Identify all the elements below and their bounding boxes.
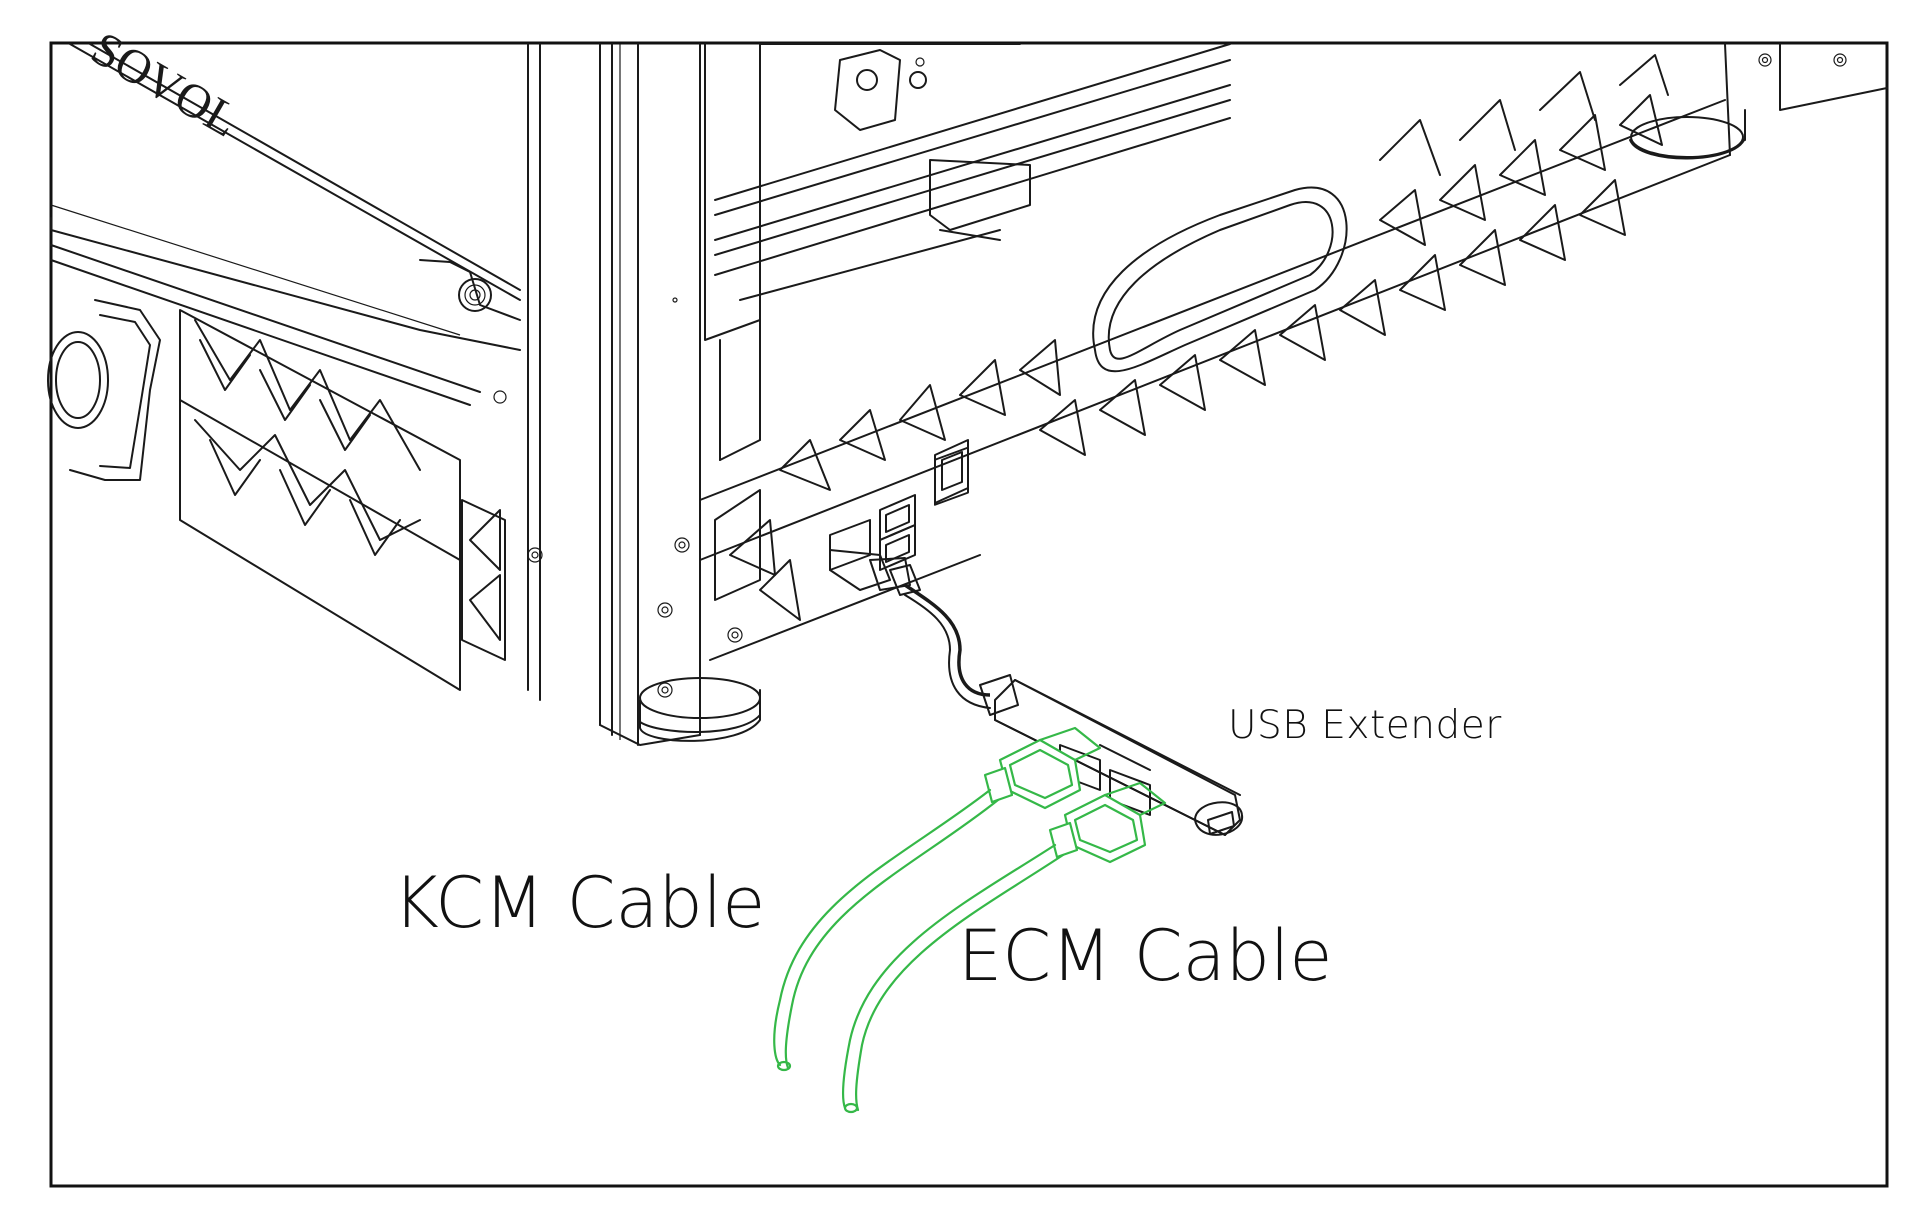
kcm-cable xyxy=(773,726,1102,1072)
printer-right-base xyxy=(699,43,1888,661)
figure-border xyxy=(49,41,1889,1188)
printer-left-panel xyxy=(47,43,543,691)
ecm-cable-label: ECM Cable xyxy=(958,915,1333,997)
usb-extender-label: USB Extender xyxy=(1228,703,1502,748)
printer-corner-pillar xyxy=(527,43,761,746)
usb-ports xyxy=(829,439,969,571)
printer-gantry xyxy=(704,43,1231,461)
ecm-cable xyxy=(842,781,1167,1114)
brand-text: SOVOL xyxy=(83,22,248,148)
kcm-cable-label: KCM Cable xyxy=(393,862,766,944)
